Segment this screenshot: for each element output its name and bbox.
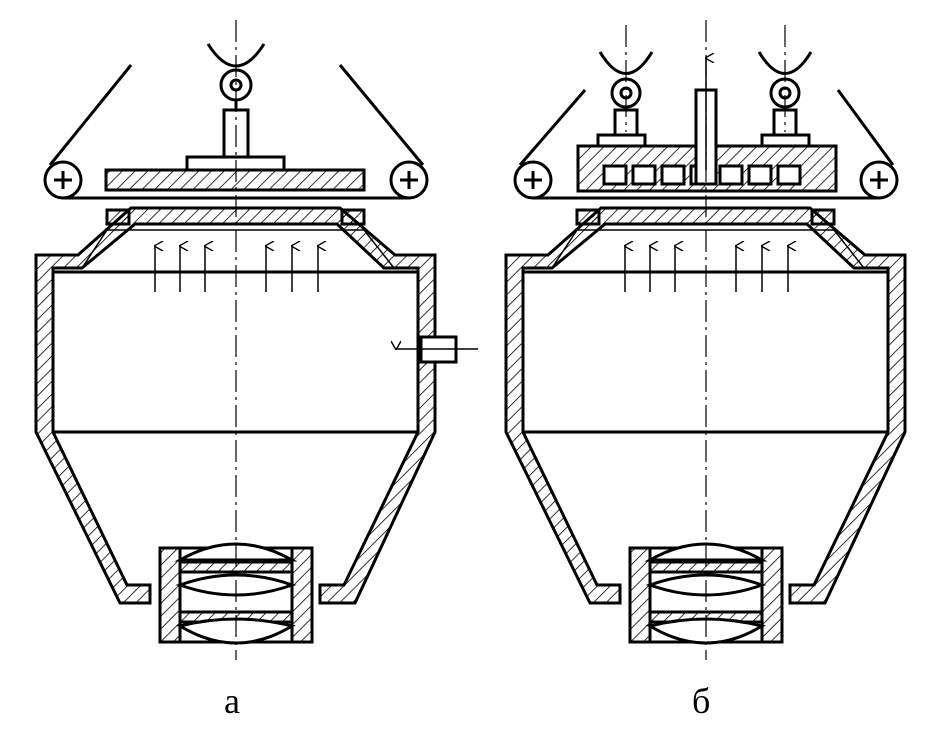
window-flange-left [575, 208, 601, 226]
panel-b-label: б [692, 681, 711, 721]
inner-chamber [81, 229, 395, 269]
panel-b [504, 20, 907, 660]
vessel-wall [34, 206, 437, 605]
sample-plate [104, 168, 366, 192]
window-flange-right [340, 208, 366, 226]
panel-a-label: а [224, 681, 240, 721]
hanger-hook-right [757, 25, 813, 132]
hanger-base-left [596, 133, 647, 148]
vessel-wall [504, 206, 907, 605]
tape-mechanism [43, 64, 429, 200]
hanger-hook-left [598, 25, 654, 132]
panel-a [34, 20, 478, 660]
flow-arrows [155, 246, 318, 292]
window-flange-right [810, 208, 836, 226]
window-flange-left [105, 208, 131, 226]
inner-chamber [551, 229, 865, 269]
flow-arrows [625, 246, 788, 292]
hanger-base-right [760, 133, 811, 148]
